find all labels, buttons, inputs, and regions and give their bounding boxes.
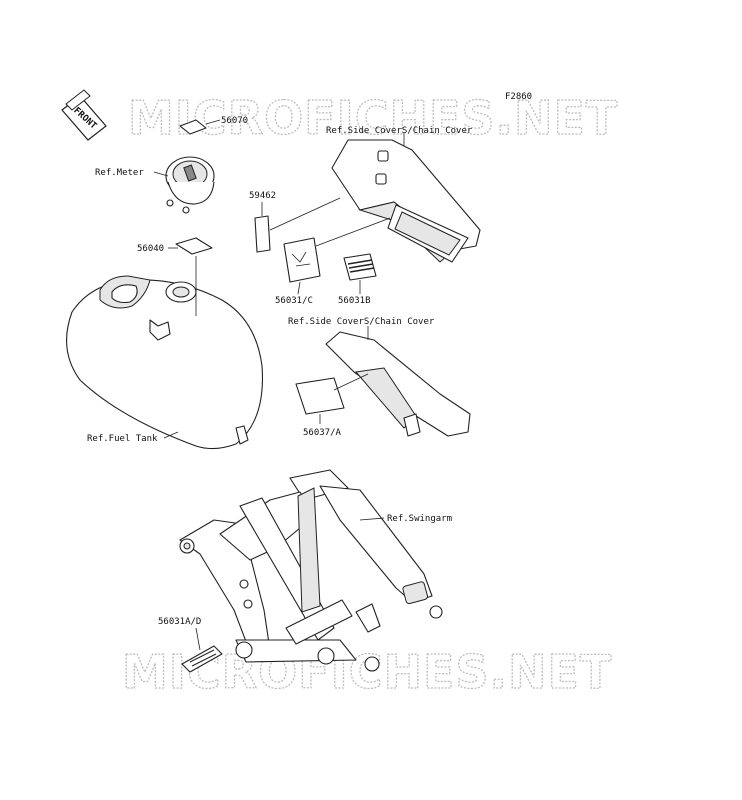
side-cover-upper-part <box>331 133 481 263</box>
part-number-56037a: 56037/A <box>303 428 342 438</box>
ref-side-cover-label-1: Ref.Side CoverS/Chain Cover <box>326 126 473 136</box>
label-56031ad-part <box>181 627 223 673</box>
part-number-56031ad: 56031A/D <box>158 617 201 627</box>
part-number-59462: 59462 <box>249 191 276 201</box>
label-56037a-part <box>295 373 369 424</box>
label-56040-part <box>168 237 213 255</box>
part-number-56040: 56040 <box>137 244 164 254</box>
figure-code: F2860 <box>505 92 532 102</box>
ref-fuel-tank-label: Ref.Fuel Tank <box>87 434 158 444</box>
swingarm-part <box>179 469 443 672</box>
side-cover-lower-part <box>325 326 471 437</box>
watermark-bottom: MICROFICHES.NET <box>122 645 612 699</box>
part-number-56031c: 56031/C <box>275 296 313 306</box>
front-arrow-icon: FRONT <box>61 89 107 141</box>
part-number-56070: 56070 <box>221 116 248 126</box>
ref-swingarm-label: Ref.Swingarm <box>387 514 452 524</box>
label-56031b-part <box>343 253 377 294</box>
label-59462-part <box>254 197 341 253</box>
fuel-tank-part <box>66 256 264 450</box>
label-56070-part <box>179 119 221 135</box>
meter-part <box>153 156 215 214</box>
watermark-top: MICROFICHES.NET <box>128 91 618 145</box>
ref-meter-label: Ref.Meter <box>95 168 144 178</box>
label-56031c-part <box>283 217 391 295</box>
part-number-56031b: 56031B <box>338 296 371 306</box>
ref-side-cover-label-2: Ref.Side CoverS/Chain Cover <box>288 317 435 327</box>
